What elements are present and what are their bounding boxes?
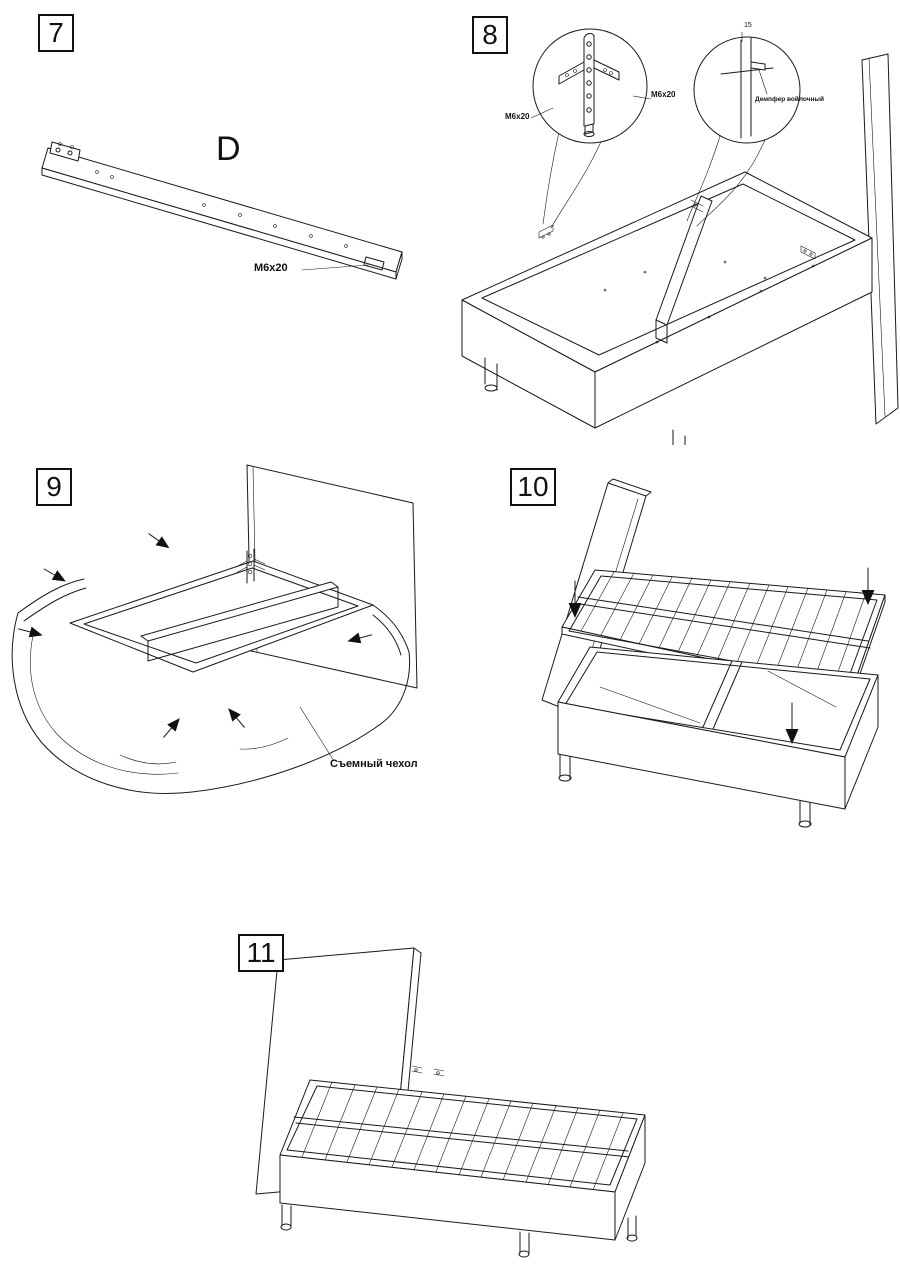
headboard: [861, 53, 899, 425]
step-8-screw-label-left: M6x20: [505, 112, 530, 121]
step-7-number: 7: [38, 14, 74, 52]
direction-arrows: [18, 533, 372, 738]
part-d-label: D: [216, 130, 241, 168]
step-10: 10: [500, 455, 900, 840]
step-9: 9: [0, 455, 455, 825]
step-8-frame-drawing: [461, 28, 899, 445]
corner-bracket: [235, 548, 266, 584]
step-11-number: 11: [238, 934, 284, 972]
step-9-number: 9: [36, 468, 72, 506]
corner-bracket-left: [538, 224, 554, 239]
step-8: 8: [455, 0, 900, 445]
bed-base: [279, 1065, 646, 1258]
step-9-cover-label: Съемный чехол: [330, 758, 418, 770]
leg: [558, 754, 812, 828]
step-7-screw-label: M6x20: [254, 262, 288, 274]
storage-box: [557, 646, 879, 828]
callout-damper-detail: [693, 31, 801, 144]
leg: [280, 1204, 638, 1258]
step-9-cover-drawing: [11, 464, 418, 794]
step-8-number: 8: [472, 16, 508, 54]
callout-bracket-detail: [530, 28, 652, 144]
step-7: 7 D M6x20: [0, 0, 450, 340]
removable-cover: [11, 578, 411, 794]
leg: [484, 357, 686, 445]
step-10-number: 10: [510, 468, 556, 506]
corner-bracket-right: [800, 245, 816, 260]
step-8-screw-label-right: M6x20: [651, 90, 676, 99]
step-7-plank-drawing: [41, 141, 403, 280]
bed-frame: [69, 548, 374, 673]
bed-frame: [461, 171, 873, 445]
step-8-damper-label: Демпфер войлочный: [755, 96, 824, 103]
plank-d: [41, 141, 403, 280]
step-11: 11: [230, 920, 685, 1280]
step-8-dim-label: 15: [744, 22, 752, 29]
step-11-assembled-bed-drawing: [255, 947, 646, 1258]
center-bracket: [411, 1065, 445, 1077]
down-arrows: [568, 567, 875, 744]
step-10-base-drawing: [541, 478, 886, 828]
